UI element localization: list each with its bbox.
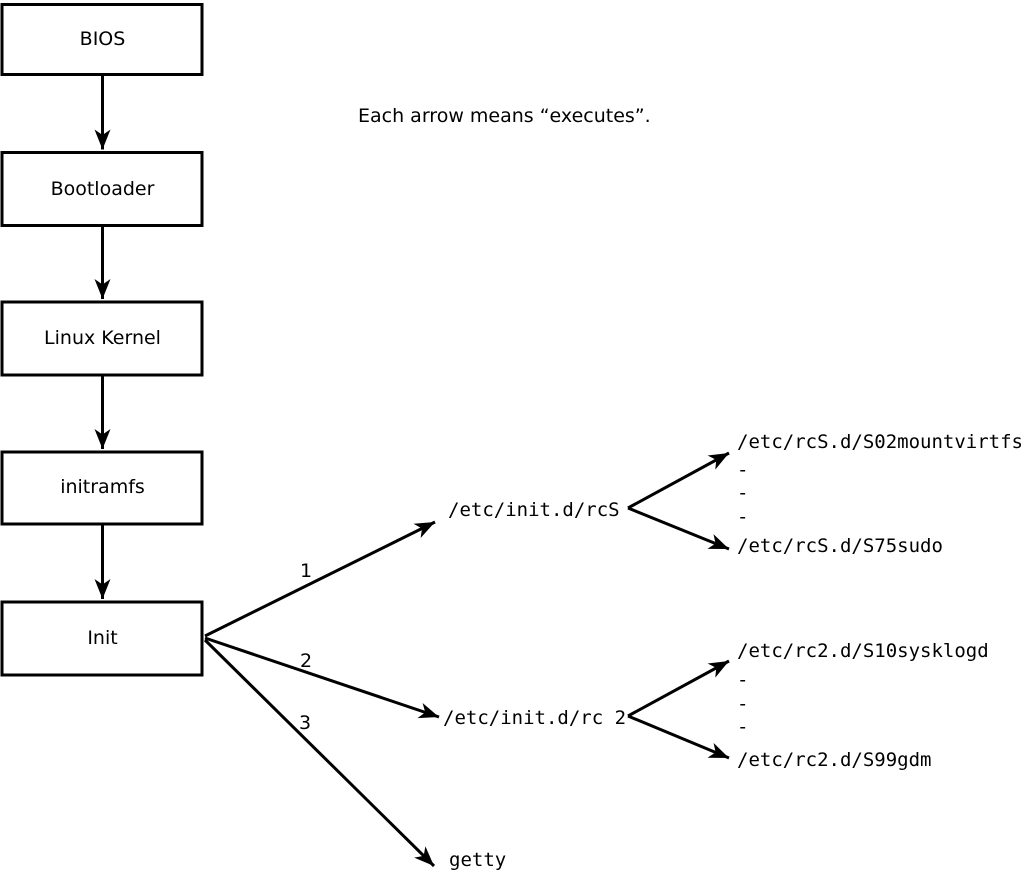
- rcs-entry-ellipsis-2: -: [737, 482, 748, 504]
- node-initramfs: initramfs: [0, 450, 204, 526]
- node-bootloader-label: Bootloader: [51, 178, 155, 200]
- rc2-entry-list: /etc/rc2.d/S10sysklogd - - - /etc/rc2.d/…: [737, 640, 989, 771]
- rc2-entry-ellipsis-2: -: [737, 693, 748, 715]
- arrow-init-to-rc2: [204, 636, 440, 719]
- node-init: Init: [0, 600, 204, 677]
- arrow-rc2-to-last-entry: [627, 714, 730, 760]
- node-bootloader: Bootloader: [0, 151, 204, 227]
- label-getty: getty: [449, 849, 506, 871]
- node-linux-kernel: Linux Kernel: [0, 300, 204, 377]
- arrow-init-to-getty: [203, 638, 436, 868]
- rc2-entry-ellipsis-3: -: [737, 716, 748, 738]
- branch-number-1: 1: [300, 560, 312, 582]
- rcs-entry-s75sudo: /etc/rcS.d/S75sudo: [737, 535, 943, 557]
- node-linux-kernel-label: Linux Kernel: [44, 327, 161, 349]
- node-initramfs-label: initramfs: [60, 476, 145, 498]
- arrow-rcs-to-first-entry: [627, 451, 730, 510]
- rcs-entry-ellipsis-1: -: [737, 459, 748, 481]
- node-bios: BIOS: [0, 3, 204, 76]
- node-bios-label: BIOS: [80, 28, 126, 50]
- arrow-rc2-to-first-entry: [627, 659, 730, 718]
- note-arrow-meaning: Each arrow means “executes”.: [358, 105, 651, 127]
- branch-number-2: 2: [300, 650, 312, 672]
- branch-number-3: 3: [299, 712, 311, 734]
- label-etc-init-d-rcs: /etc/init.d/rcS: [448, 499, 620, 521]
- arrow-init-to-rcs: [204, 520, 436, 638]
- label-etc-init-d-rc2: /etc/init.d/rc 2: [443, 707, 626, 729]
- node-init-label: Init: [87, 627, 117, 649]
- rc2-entry-ellipsis-1: -: [737, 669, 748, 691]
- rc2-entry-s99gdm: /etc/rc2.d/S99gdm: [737, 749, 931, 771]
- rcs-entry-list: /etc/rcS.d/S02mountvirtfs - - - /etc/rcS…: [737, 431, 1023, 557]
- rcs-entry-s02mountvirtfs: /etc/rcS.d/S02mountvirtfs: [737, 431, 1023, 453]
- rcs-entry-ellipsis-3: -: [737, 506, 748, 528]
- rc2-entry-s10sysklogd: /etc/rc2.d/S10sysklogd: [737, 640, 989, 662]
- arrow-rcs-to-last-entry: [627, 506, 730, 551]
